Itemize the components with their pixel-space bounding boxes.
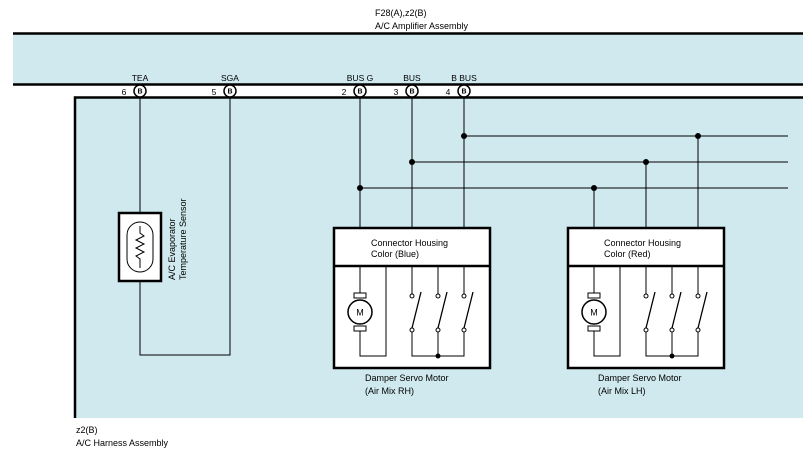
lh-housing-line2: Color (Red) — [604, 249, 651, 259]
terminal-bbus-label: B BUS — [451, 73, 477, 83]
sensor-label-line2: Temperature Sensor — [178, 198, 188, 280]
switch-contact-icon — [697, 291, 708, 329]
amplifier-code: F28(A),z2(B) — [375, 8, 427, 18]
amplifier-name: A/C Amplifier Assembly — [375, 21, 469, 31]
junction-dot — [669, 353, 675, 359]
thermistor-resistor-icon — [134, 226, 146, 268]
pin-number-sga: 5 — [212, 87, 217, 97]
connector-b-letter: B — [461, 89, 466, 96]
pin-number-busg: 2 — [342, 87, 347, 97]
amplifier-assembly-band — [13, 34, 803, 84]
pin-number-bbus: 4 — [446, 87, 451, 97]
connector-b-circle-bbus: B — [457, 84, 471, 98]
motor-icon — [347, 299, 373, 325]
terminal-sga-label: SGA — [221, 73, 239, 83]
motor-icon — [581, 299, 607, 325]
connector-b-circle-bus: B — [405, 84, 419, 98]
pin-number-tea: 6 — [122, 87, 127, 97]
junction-dot — [357, 185, 363, 191]
lh-motor-label-line1: Damper Servo Motor — [598, 373, 682, 383]
lh-housing-line1: Connector Housing — [604, 238, 681, 248]
terminal-busg-label: BUS G — [347, 73, 373, 83]
junction-dot — [643, 159, 649, 165]
switch-contact-icon — [463, 291, 474, 329]
rh-motor-label-line1: Damper Servo Motor — [365, 373, 449, 383]
harness-panel-border — [73, 96, 803, 418]
junction-dot — [461, 133, 467, 139]
junction-dot — [435, 353, 441, 359]
connector-b-circle-tea: B — [133, 84, 147, 98]
rh-motor-symbol: M — [356, 308, 364, 318]
junction-dot — [695, 133, 701, 139]
connector-b-circle-sga: B — [223, 84, 237, 98]
connector-b-circle-busg: B — [353, 84, 367, 98]
harness-name: A/C Harness Assembly — [76, 438, 169, 448]
connector-b-letter: B — [357, 89, 362, 96]
rh-housing-line2: Color (Blue) — [371, 249, 419, 259]
switch-contact-icon — [671, 291, 682, 329]
rh-housing-line1: Connector Housing — [371, 238, 448, 248]
sensor-label: A/C Evaporator Temperature Sensor — [167, 198, 188, 280]
junction-dot — [409, 159, 415, 165]
lh-motor-symbol: M — [590, 308, 598, 318]
rh-motor-label-line2: (Air Mix RH) — [365, 386, 414, 396]
sensor-label-line1: A/C Evaporator — [167, 218, 177, 280]
switch-contact-icon — [411, 291, 422, 329]
terminal-bus-label: BUS — [403, 73, 421, 83]
switch-contact-icon — [437, 291, 448, 329]
damper-servo-motor-rh: Connector Housing Color (Blue) M — [332, 226, 492, 370]
junction-dot — [591, 185, 597, 191]
switch-contact-icon — [645, 291, 656, 329]
terminal-tea-label: TEA — [132, 73, 149, 83]
connector-b-letter: B — [227, 89, 232, 96]
pin-number-bus: 3 — [394, 87, 399, 97]
lh-motor-label-line2: (Air Mix LH) — [598, 386, 646, 396]
evaporator-temperature-sensor — [117, 211, 163, 283]
harness-code: z2(B) — [76, 425, 98, 435]
connector-b-letter: B — [137, 89, 142, 96]
damper-servo-motor-lh: Connector Housing Color (Red) M — [566, 226, 726, 370]
connector-b-letter: B — [409, 89, 414, 96]
